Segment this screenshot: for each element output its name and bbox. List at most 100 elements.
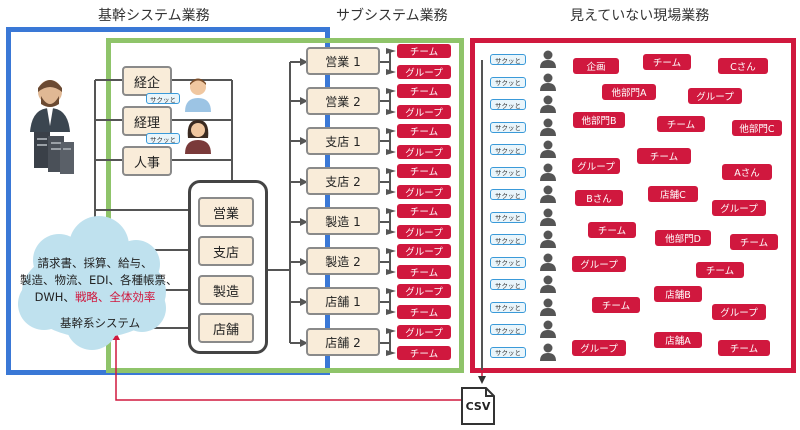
sakutto-tag: サクッと [490,189,526,200]
sub-panel [106,38,464,373]
hidden-tag: 企画 [573,58,619,74]
sakutto-tag: サクッと [490,279,526,290]
sub-unit-tag: グループ [397,244,451,258]
person-icon [540,253,556,271]
hidden-tag: 他部門B [573,112,625,128]
dept-box-tenpo: 店舗 [198,313,254,343]
hidden-tag: チーム [730,234,778,250]
mgmt-box-keiri: 経理 [122,106,172,136]
hidden-tag: Aさん [722,164,772,180]
sakutto-tag: サクッと [146,133,180,144]
person-icon [540,185,556,203]
person-icon [540,275,556,293]
dept-box-eigyo: 営業 [198,197,254,227]
sub-unit-tag: グループ [397,284,451,298]
cloud-line-1: 請求書、採算、給与、 [37,256,153,270]
person-icon [540,95,556,113]
sakutto-tag: サクッと [146,93,180,104]
hidden-tag: 店舗C [648,186,698,202]
sakutto-tag: サクッと [490,54,526,65]
hidden-tag: チーム [643,54,691,70]
hidden-tag: グループ [572,340,626,356]
hidden-tag: グループ [572,158,620,174]
person-icon [540,298,556,316]
sub-unit-tag: チーム [397,124,451,138]
hidden-tag: 他部門D [655,230,711,246]
person-icon [540,73,556,91]
person-icon [540,343,556,361]
sakutto-tag: サクッと [490,211,526,223]
sub-unit-tag: グループ [397,325,451,339]
dept-box-seizo: 製造 [198,275,254,305]
sub-unit-tag: チーム [397,305,451,319]
sub-unit-box: 支店 2 [306,167,380,195]
hidden-tag: グループ [712,304,766,320]
sub-unit-tag: チーム [397,164,451,178]
csv-label: CSV [465,400,491,413]
hidden-tag: チーム [657,116,705,132]
hidden-tag: 店舗A [654,332,702,348]
person-icon [540,140,556,158]
sub-unit-box: 営業 2 [306,87,380,115]
sub-unit-tag: チーム [397,265,451,279]
sub-unit-tag: チーム [397,204,451,218]
executive-person-icon [30,80,74,174]
sub-title: サブシステム業務 [336,8,448,24]
hidden-tag: グループ [712,200,766,216]
hidden-tag: 店舗B [654,286,702,302]
person-icon [540,230,556,248]
staff-man-icon [185,78,211,112]
hidden-tag: チーム [592,297,640,313]
sakutto-tag: サクッと [490,234,526,245]
core-title: 基幹システム業務 [98,8,210,24]
sub-unit-tag: チーム [397,44,451,58]
person-icon [540,320,556,338]
sakutto-tag: サクッと [490,346,526,358]
mgmt-box-jinji: 人事 [122,146,172,176]
hidden-panel [470,38,796,373]
sub-unit-box: 製造 2 [306,247,380,275]
sub-unit-tag: グループ [397,225,451,239]
sub-unit-tag: グループ [397,145,451,159]
hidden-tag: チーム [637,148,691,164]
sub-unit-tag: チーム [397,346,451,360]
cloud-line-3-plain: DWH、 [34,290,75,304]
cloud-line-2: 製造、物流、EDI、各種帳票、 [20,273,178,287]
sakutto-tag: サクッと [490,76,526,88]
person-icon [540,118,556,136]
dept-box-shiten: 支店 [198,236,254,266]
sub-unit-tag: グループ [397,105,451,119]
sub-unit-box: 支店 1 [306,127,380,155]
mgmt-box-keiki: 経企 [122,66,172,96]
sub-unit-box: 営業 1 [306,47,380,75]
cloud-caption: 基幹系システム [60,316,141,330]
hidden-tag: Bさん [575,190,623,206]
sub-unit-tag: グループ [397,185,451,199]
hidden-tag: グループ [572,256,626,272]
person-icon [540,163,556,181]
sub-unit-box: 店舗 2 [306,328,380,356]
cloud-shape [18,216,166,350]
hidden-tag: 他部門A [602,84,656,100]
hidden-tag: チーム [718,340,770,356]
sub-unit-tag: グループ [397,65,451,79]
hidden-tag: 他部門C [732,120,782,136]
sakutto-tag: サクッと [490,144,526,155]
person-icon [540,208,556,226]
staff-woman-icon [185,120,211,154]
hidden-title: 見えていない現場業務 [570,8,710,24]
sakutto-tag: サクッと [490,256,526,268]
hidden-tag: チーム [588,222,636,238]
hidden-tag: グループ [688,88,742,104]
sub-unit-box: 製造 1 [306,207,380,235]
hidden-tag: チーム [696,262,744,278]
sakutto-tag: サクッと [490,324,526,335]
sakutto-tag: サクッと [490,166,526,178]
cloud-line-3: DWH、戦略、全体効率 [20,289,170,306]
sub-unit-box: 店舗 1 [306,287,380,315]
hidden-tag: Cさん [718,58,768,74]
sakutto-tag: サクッと [490,99,526,110]
csv-file-icon [461,387,495,425]
sakutto-tag: サクッと [490,121,526,133]
person-icon [540,50,556,68]
